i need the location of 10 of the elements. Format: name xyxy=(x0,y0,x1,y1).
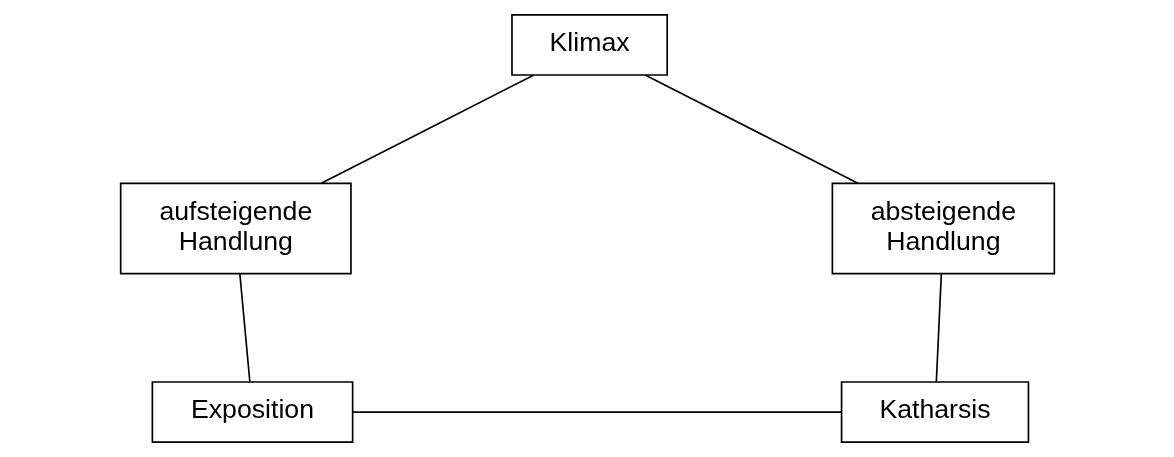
connector xyxy=(935,272,942,383)
connector xyxy=(238,272,251,383)
node-box: absteigende Handlung xyxy=(831,182,1055,275)
connector xyxy=(644,74,859,185)
node-box: Exposition xyxy=(151,381,353,443)
node-box: Katharsis xyxy=(840,381,1029,443)
connector xyxy=(319,74,534,185)
node-box: aufsteigende Handlung xyxy=(119,182,352,275)
node-box: Klimax xyxy=(510,14,668,76)
connector xyxy=(351,411,842,413)
